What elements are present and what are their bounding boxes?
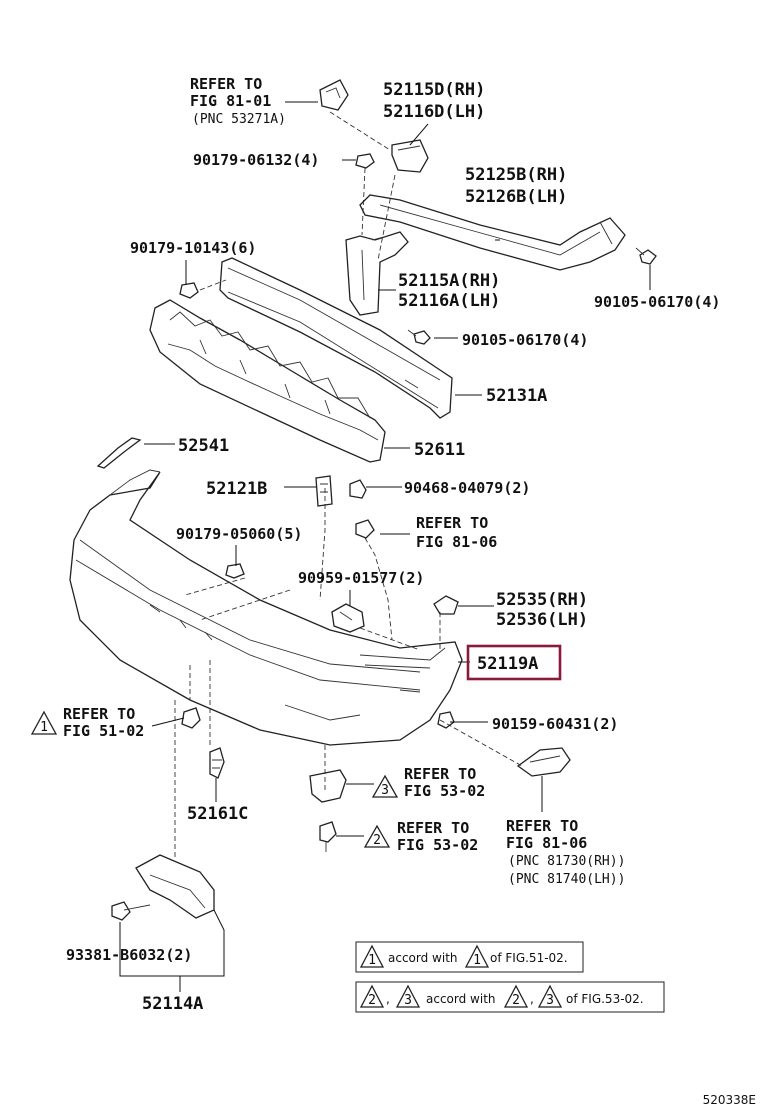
triangle-marker-2: 2 <box>363 824 391 848</box>
svg-text:1: 1 <box>40 720 48 735</box>
bolt-90159-60431 <box>437 711 455 729</box>
bolt-refer-53-02-b <box>319 821 337 852</box>
nut-90179-10143 <box>179 282 199 299</box>
label-pnc-81730: (PNC 81730(RH)) <box>508 854 625 869</box>
label-90105-06170-right: 90105-06170(4) <box>594 293 720 311</box>
side-marker-81-06 <box>516 747 571 777</box>
label-fig-51-02: FIG 51-02 <box>63 722 144 740</box>
label-fig-81-06-a: FIG 81-06 <box>416 533 497 551</box>
label-90179-10143: 90179-10143(6) <box>130 239 256 257</box>
label-52116a: 52116A(LH) <box>398 291 500 311</box>
svg-text:,: , <box>530 992 534 1006</box>
label-refer-to-53-02-a: REFER TO <box>404 765 476 783</box>
svg-text:3: 3 <box>404 993 412 1008</box>
diagram-id: 520338E <box>703 1093 756 1107</box>
svg-text:of FIG.51-02.: of FIG.51-02. <box>490 951 568 965</box>
svg-text:2: 2 <box>368 993 376 1008</box>
part-52131a-reinforcement <box>219 257 453 419</box>
svg-text:1: 1 <box>368 953 376 968</box>
part-52125b-support <box>359 194 626 271</box>
label-52161c: 52161C <box>187 804 248 824</box>
label-52131a: 52131A <box>486 386 547 406</box>
part-52115a-bracket <box>345 231 409 316</box>
label-refer-to-51-02: REFER TO <box>63 705 135 723</box>
bolt-90105-06170-middle <box>407 329 431 345</box>
label-52126b: 52126B(LH) <box>465 187 567 207</box>
triangle-marker-1: 1 <box>30 710 58 735</box>
svg-text:2: 2 <box>373 833 381 848</box>
label-90468-04079: 90468-04079(2) <box>404 479 530 497</box>
part-52535-spacer <box>433 595 459 615</box>
part-52121b-retainer <box>315 475 333 507</box>
svg-text:2: 2 <box>512 993 520 1008</box>
nut-90179-05060 <box>225 563 245 579</box>
label-93381-b6032: 93381-B6032(2) <box>66 946 192 964</box>
label-pnc-81740: (PNC 81740(LH)) <box>508 872 625 887</box>
label-90179-06132: 90179-06132(4) <box>193 151 319 169</box>
screw-refer-51-02 <box>181 707 201 729</box>
label-52114a: 52114A <box>142 994 203 1014</box>
label-52121b: 52121B <box>206 479 267 499</box>
part-52115d-retainer <box>391 139 429 173</box>
label-pnc-53271a: (PNC 53271A) <box>192 112 286 127</box>
label-fig-81-06-b: FIG 81-06 <box>506 834 587 852</box>
label-refer-to-81-06-b: REFER TO <box>506 817 578 835</box>
alignment-lines <box>174 111 523 860</box>
bolt-90105-06170-right <box>635 247 657 265</box>
svg-text:1: 1 <box>473 953 481 968</box>
clip-90959-01577 <box>331 603 365 633</box>
svg-text:3: 3 <box>546 993 554 1008</box>
part-52119a-bumper-cover <box>69 469 463 746</box>
svg-text:3: 3 <box>381 783 389 798</box>
nut-90179-06132 <box>355 153 375 169</box>
label-fig-53-02-a: FIG 53-02 <box>404 782 485 800</box>
label-refer-to-81-06-a: REFER TO <box>416 514 488 532</box>
svg-text:,: , <box>386 992 390 1006</box>
label-52611: 52611 <box>414 440 465 460</box>
label-refer-to-53-02-b: REFER TO <box>397 819 469 837</box>
label-52119a: 52119A <box>477 654 538 674</box>
legend-note-1: 1 accord with 1 of FIG.51-02. <box>355 941 584 973</box>
label-52115d: 52115D(RH) <box>383 80 485 100</box>
svg-text:of FIG.53-02.: of FIG.53-02. <box>566 992 644 1006</box>
label-52125b: 52125B(RH) <box>465 165 567 185</box>
bolt-93381-b6032 <box>111 901 151 921</box>
label-52536: 52536(LH) <box>496 610 588 630</box>
label-fig-53-02-b: FIG 53-02 <box>397 836 478 854</box>
part-52611-absorber <box>149 299 386 463</box>
label-52116d: 52116D(LH) <box>383 102 485 122</box>
legend-note-2: 2 , 3 accord with 2 , 3 of FIG.53-02. <box>355 981 665 1013</box>
part-52114a-bracket <box>135 854 215 919</box>
label-90105-06170-mid: 90105-06170(4) <box>462 331 588 349</box>
labels: REFER TO FIG 81-01 (PNC 53271A) 52115D(R… <box>63 75 720 1014</box>
triangle-marker-3: 3 <box>371 774 399 798</box>
label-fig-81-01: FIG 81-01 <box>190 92 271 110</box>
label-90179-05060: 90179-05060(5) <box>176 525 302 543</box>
label-52541: 52541 <box>178 436 229 456</box>
upper-clip-part <box>319 79 349 111</box>
bracket-refer-53-02-a <box>309 769 347 803</box>
highlight-box-52119a <box>466 644 562 681</box>
label-90159-60431: 90159-60431(2) <box>492 715 618 733</box>
label-52535: 52535(RH) <box>496 590 588 610</box>
svg-text:accord with: accord with <box>388 951 458 965</box>
svg-text:accord with: accord with <box>426 992 496 1006</box>
label-refer-to-81-01: REFER TO <box>190 75 262 93</box>
label-52115a: 52115A(RH) <box>398 271 500 291</box>
leader-lines <box>119 101 651 992</box>
fastener-52161c <box>209 747 225 779</box>
nut-upper-right <box>355 519 375 539</box>
clip-90468-04079 <box>349 479 367 499</box>
part-52541-seal <box>96 437 142 469</box>
label-90959-01577: 90959-01577(2) <box>298 569 424 587</box>
